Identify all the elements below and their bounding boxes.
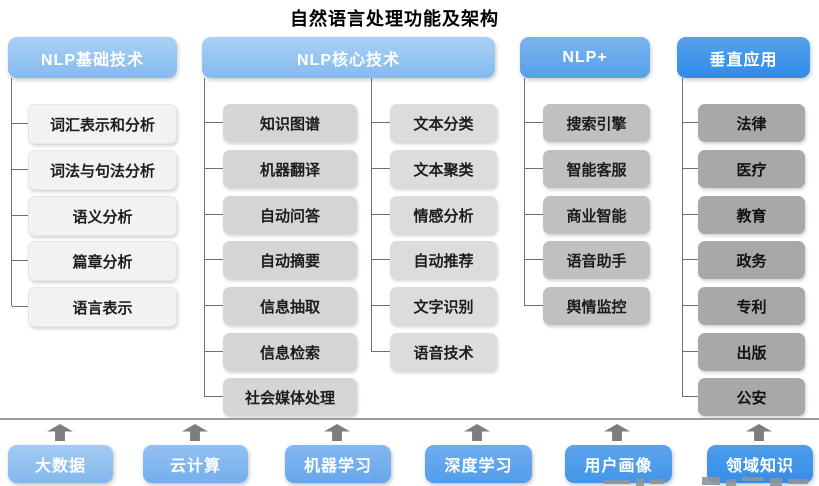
connector-line-vertical xyxy=(682,78,683,397)
item-box: 医疗 xyxy=(682,150,805,188)
item-box: 信息抽取 xyxy=(204,287,357,325)
up-arrow-icon xyxy=(604,424,630,441)
item-box: 政务 xyxy=(682,241,805,279)
up-arrow-icon xyxy=(47,424,73,441)
up-arrow-icon xyxy=(746,424,772,441)
item-box: 智能客服 xyxy=(524,150,650,188)
item-box: 公安 xyxy=(682,378,805,416)
item-box: 舆情监控 xyxy=(524,287,650,325)
item-box: 语音技术 xyxy=(371,333,497,371)
up-arrow-icon xyxy=(464,424,490,441)
page-title: 自然语言处理功能及架构 xyxy=(290,9,499,29)
item-box: 搜索引擎 xyxy=(524,104,650,142)
item-box: 专利 xyxy=(682,287,805,325)
connector-line-basic xyxy=(11,78,12,306)
item-box: 文本聚类 xyxy=(371,150,497,188)
item-box: 商业智能 xyxy=(524,196,650,234)
item-box: 情感分析 xyxy=(371,196,497,234)
column-header-nlp-basic: NLP基础技术 xyxy=(8,37,177,78)
column-header-nlp-core: NLP核心技术 xyxy=(202,37,495,78)
item-box: 教育 xyxy=(682,196,805,234)
item-box: 篇章分析 xyxy=(12,241,177,281)
item-box: 语音助手 xyxy=(524,241,650,279)
up-arrow-icon xyxy=(182,424,208,441)
item-box: 法律 xyxy=(682,104,805,142)
watermark-fragment xyxy=(600,477,815,486)
item-box: 自动问答 xyxy=(204,196,357,234)
connector-line-core-left xyxy=(204,78,205,397)
item-box: 自动摘要 xyxy=(204,241,357,279)
item-box: 词法与句法分析 xyxy=(12,150,177,190)
item-box: 文本分类 xyxy=(371,104,497,142)
item-box: 知识图谱 xyxy=(204,104,357,142)
item-box: 语义分析 xyxy=(12,196,177,236)
item-box: 出版 xyxy=(682,333,805,371)
up-arrow-icon xyxy=(324,424,350,441)
item-box: 自动推荐 xyxy=(371,241,497,279)
item-box: 社会媒体处理 xyxy=(204,378,357,416)
foundation-box: 云计算 xyxy=(143,445,248,483)
connector-line-core-right xyxy=(371,78,372,352)
foundation-box: 领域知识 xyxy=(707,445,813,483)
divider-line xyxy=(0,418,819,420)
column-header-vertical-app: 垂直应用 xyxy=(677,37,810,78)
item-box: 语言表示 xyxy=(12,287,177,327)
item-box: 机器翻译 xyxy=(204,150,357,188)
item-box: 词汇表示和分析 xyxy=(12,104,177,144)
column-header-nlp-plus: NLP+ xyxy=(520,37,650,78)
connector-line-plus xyxy=(524,78,525,306)
foundation-box: 大数据 xyxy=(8,445,113,483)
item-box: 文字识别 xyxy=(371,287,497,325)
item-box: 信息检索 xyxy=(204,333,357,371)
foundation-box: 机器学习 xyxy=(285,445,391,483)
foundation-box: 深度学习 xyxy=(425,445,532,483)
foundation-box: 用户画像 xyxy=(565,445,672,483)
